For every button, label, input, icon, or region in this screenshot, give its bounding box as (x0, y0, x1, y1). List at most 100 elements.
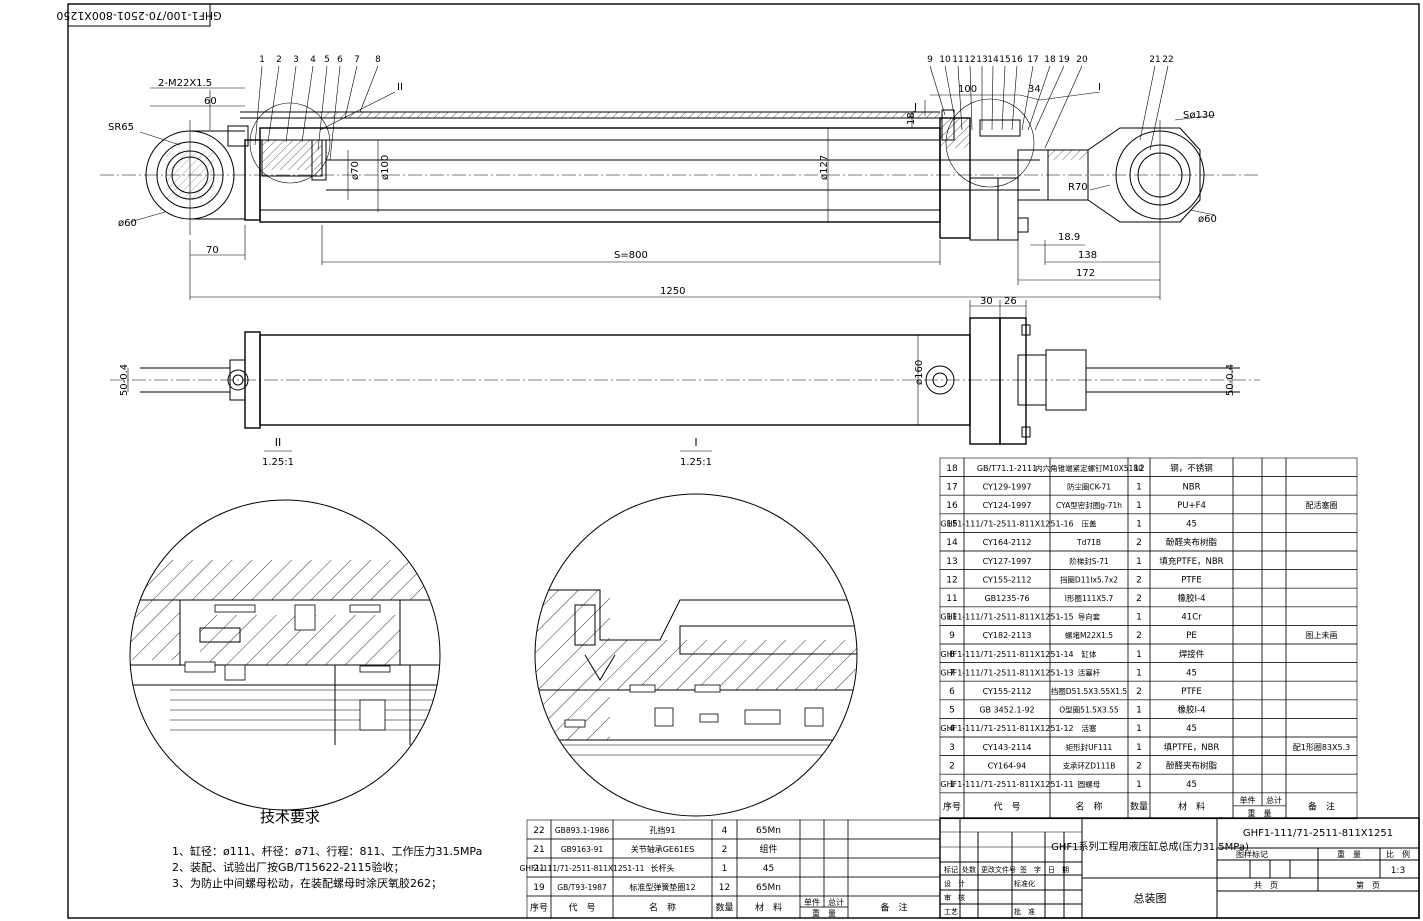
tb-row2-c0: 审 核 (944, 893, 965, 902)
part-row-no: 1 (949, 780, 955, 790)
part-row-no: 17 (946, 482, 957, 492)
leader-number-7: 7 (354, 55, 360, 65)
dim-60-top: 60 (204, 96, 217, 107)
leader-number-15: 15 (999, 55, 1010, 65)
part-row-material: 45 (1186, 668, 1197, 678)
part-row-qty: 1 (1136, 668, 1142, 678)
label-J-main: J (913, 102, 917, 113)
title-block: GHF1系列工程用液压缸总成(压力31.5MPa) GHF1-111/71-25… (939, 817, 1420, 919)
header-code: 代 号 (993, 801, 1020, 812)
part-row-name: 挡圈D51.5X3.55X1.5 (1051, 686, 1128, 696)
tb-row0-c0: 标记 (944, 865, 958, 874)
part-row-no: 2 (949, 761, 955, 771)
dim-172: 172 (1076, 268, 1095, 279)
tb-row0-c1: 处数 (962, 865, 976, 874)
part-row-no: 9 (949, 631, 955, 641)
part-row-material: 45 (1186, 724, 1197, 734)
doc-code-box: GHF1-100/70-2501-800X1250 (56, 3, 222, 27)
part-row-qty: 1 (1136, 613, 1142, 623)
header-material: 材 料 (755, 902, 782, 914)
leader-number-4: 4 (310, 55, 316, 65)
header-weight: 重 量 (812, 908, 836, 918)
title-scale-value: 1:3 (1391, 866, 1405, 876)
part-row-material: 焊接件 (1179, 649, 1205, 660)
dim-tol-right: 50-0.4 (1225, 364, 1236, 396)
part-row-code: GB1235-76 (984, 594, 1029, 603)
part-row-no: 11 (946, 594, 957, 604)
leader-number-12: 12 (964, 55, 975, 65)
part-row-name: 螺堵M22X1.5 (1065, 630, 1113, 640)
leader-number-11: 11 (952, 55, 963, 65)
dim-phi60-right: ø60 (1198, 214, 1217, 225)
header-no: 序号 (530, 902, 548, 914)
part-row-qty: 2 (1136, 538, 1142, 548)
part-row-qty: 1 (1136, 520, 1142, 530)
leader-number-9: 9 (927, 55, 933, 65)
dim-phi100: ø100 (380, 155, 391, 180)
part-row-code: GB893.1-1986 (555, 826, 609, 835)
part-row-code: GHF1-111/71-2511-811X1251-11 (940, 780, 1073, 789)
dim-phi60-left: ø60 (118, 218, 137, 229)
part-row-no: 19 (533, 883, 545, 893)
part-row-name: Td71B (1076, 538, 1101, 547)
header-name: 名 称 (1075, 800, 1102, 812)
part-row-material: 45 (763, 864, 774, 874)
title-vertical-name: GHF1系列工程用液压缸总成(压力31.5MPa) (1051, 840, 1249, 853)
part-row-qty: 12 (1133, 464, 1144, 474)
tech-line-1: 1、缸径：ø111、杆径：ø71、行程：811、工作压力31.5MPa (172, 844, 482, 858)
part-row-code: CY164-94 (988, 761, 1027, 770)
title-drawing-name: 总装图 (1134, 891, 1167, 905)
part-row-name: 防尘圈CK-71 (1067, 481, 1111, 491)
part-row-name: 圆螺母 (1078, 779, 1101, 789)
part-row-material: PTFE (1181, 687, 1202, 697)
label-I-main: I (1098, 82, 1101, 93)
header-code: 代 号 (568, 903, 595, 914)
leader-number-16: 16 (1011, 55, 1023, 65)
header-unit: 单件 (804, 897, 820, 907)
part-row-code: CY164-2112 (983, 538, 1032, 547)
part-row-no: 6 (949, 687, 955, 697)
part-row-code: CY129-1997 (983, 482, 1032, 491)
leader-number-6: 6 (337, 55, 343, 65)
dim-18: 18 (906, 112, 917, 125)
label-II-main: II (397, 82, 403, 93)
part-row-material: 填PTFE，NBR (1164, 742, 1220, 753)
part-row-name: 矩形封UF111 (1066, 742, 1113, 752)
leader-number-2: 2 (276, 55, 282, 65)
title-weight: 重 量 (1337, 849, 1361, 859)
dim-thread: 2-M22X1.5 (158, 78, 212, 89)
leader-number-21: 21 (1149, 55, 1160, 65)
part-row-code: CY127-1997 (983, 557, 1032, 566)
part-row-name: 压盖 (1082, 519, 1098, 529)
tb-row3-c2: 批 准 (1014, 907, 1035, 916)
part-row-qty: 2 (1136, 761, 1142, 771)
header-total: 总计 (828, 897, 844, 907)
header-qty: 数量 (1130, 800, 1148, 812)
part-row-no: 21 (533, 864, 544, 874)
part-row-no: 13 (946, 557, 957, 567)
part-row-no: 16 (946, 501, 958, 511)
part-row-material: 45 (1186, 520, 1197, 530)
tb-row3-c0: 工艺 (944, 908, 958, 916)
leader-number-13: 13 (976, 55, 987, 65)
header-no: 序号 (943, 800, 961, 812)
part-row-no: 7 (949, 668, 955, 678)
part-row-code: CY155-2112 (983, 687, 1032, 696)
part-row-material: 65Mn (756, 883, 781, 893)
tech-line-3: 3、为防止中间螺母松动，在装配螺母时涂厌氧胶262； (172, 876, 442, 890)
part-row-name: 关节轴承GE61ES (631, 844, 695, 854)
part-row-note: 配活塞圈 (1306, 500, 1338, 510)
part-row-code: GHF1-111/71-2511-811X1251-13 (940, 668, 1073, 677)
dim-138: 138 (1078, 250, 1097, 261)
part-row-qty: 1 (1136, 743, 1142, 753)
leader-number-20: 20 (1076, 55, 1088, 65)
dim-26: 26 (1004, 296, 1017, 307)
part-row-qty: 2 (722, 845, 728, 855)
header-note: 备 注 (880, 902, 907, 914)
header-note: 备 注 (1308, 800, 1335, 812)
part-row-qty: 12 (719, 883, 730, 893)
part-row-code: GB9163-91 (561, 845, 604, 854)
tb-row1-c0: 设 计 (944, 879, 965, 888)
